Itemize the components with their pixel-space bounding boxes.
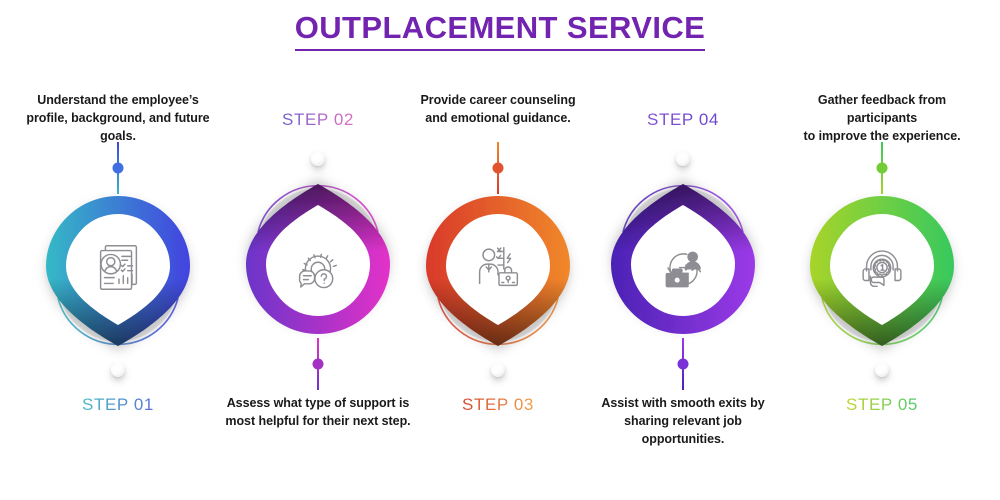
title-bar: OUTPLACEMENT SERVICE xyxy=(0,10,1000,51)
step-pin-1[interactable] xyxy=(38,190,198,350)
step-connector-3 xyxy=(492,142,504,194)
step-bead-2 xyxy=(311,152,325,166)
step-bead-4 xyxy=(676,152,690,166)
step-label-4: STEP 04 xyxy=(647,110,719,129)
step-label-wrap-2: STEP 02 xyxy=(218,110,418,130)
connector-dot xyxy=(492,162,504,174)
step-bead-5 xyxy=(875,363,889,377)
step-label-wrap-5: STEP 05 xyxy=(782,395,982,415)
step-label-3: STEP 03 xyxy=(462,395,534,414)
step-card-4[interactable]: Assist with smooth exits by sharing rele… xyxy=(583,70,783,450)
step-card-2[interactable]: Assess what type of support is most help… xyxy=(218,70,418,450)
connector-dot xyxy=(677,358,689,370)
step-label-2: STEP 02 xyxy=(282,110,354,129)
step-label-wrap-3: STEP 03 xyxy=(398,395,598,415)
step-pin-3[interactable] xyxy=(418,190,578,350)
step-description-2: Assess what type of support is most help… xyxy=(225,396,411,428)
career-counseling-icon xyxy=(469,238,527,296)
step-label-1: STEP 01 xyxy=(82,395,154,414)
resume-profile-icon xyxy=(89,238,147,296)
step-connector-2 xyxy=(312,338,324,390)
step-pin-2[interactable] xyxy=(238,180,398,340)
connector-dot xyxy=(876,162,888,174)
step-bead-3 xyxy=(491,363,505,377)
step-card-5[interactable]: Gather feedback from participants to imp… xyxy=(782,70,982,450)
step-pin-5[interactable] xyxy=(802,190,962,350)
step-connector-1 xyxy=(112,142,124,194)
gear-question-icon xyxy=(289,240,347,298)
step-card-1[interactable]: Understand the employee’s profile, backg… xyxy=(18,70,218,450)
step-description-5: Gather feedback from participants to imp… xyxy=(803,93,961,143)
step-connector-5 xyxy=(876,142,888,194)
step-description-4: Assist with smooth exits by sharing rele… xyxy=(601,396,765,446)
step-bead-1 xyxy=(111,363,125,377)
connector-dot xyxy=(112,162,124,174)
job-exchange-icon xyxy=(654,240,712,298)
step-pin-4[interactable] xyxy=(603,180,763,340)
step-card-3[interactable]: Provide career counseling and emotional … xyxy=(398,70,598,450)
step-description-1: Understand the employee’s profile, backg… xyxy=(26,93,210,143)
step-description-3: Provide career counseling and emotional … xyxy=(420,93,576,125)
page-title: OUTPLACEMENT SERVICE xyxy=(294,10,706,51)
step-connector-4 xyxy=(677,338,689,390)
step-label-5: STEP 05 xyxy=(846,395,918,414)
headset-award-icon xyxy=(853,238,911,296)
step-label-wrap-4: STEP 04 xyxy=(583,110,783,130)
step-label-wrap-1: STEP 01 xyxy=(18,395,218,415)
connector-dot xyxy=(312,358,324,370)
